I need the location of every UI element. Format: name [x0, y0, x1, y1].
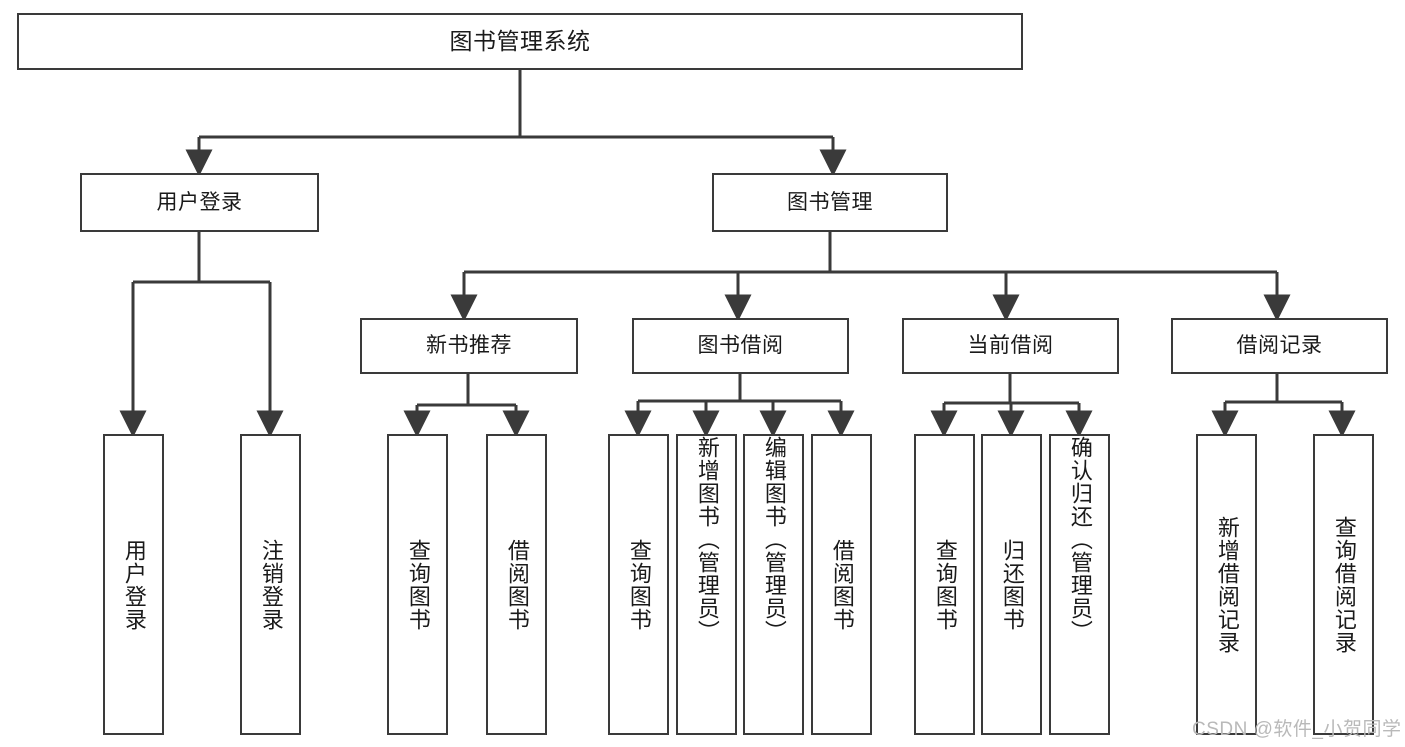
leaf-current-borrow-return[interactable]: 归还图书	[981, 434, 1042, 735]
leaf-current-borrow-confirm-return[interactable]: 确认归还（管理员）	[1049, 434, 1110, 735]
leaf-current-borrow-query[interactable]: 查询图书	[914, 434, 975, 735]
node-label: 查询图书	[626, 538, 652, 631]
node-user-login[interactable]: 用户登录	[80, 173, 319, 232]
node-root-system[interactable]: 图书管理系统	[17, 13, 1023, 70]
node-label: 用户登录	[156, 190, 243, 214]
node-current-borrow[interactable]: 当前借阅	[902, 318, 1119, 374]
node-label: 新增图书（管理员）	[694, 436, 720, 643]
leaf-book-borrow-borrow[interactable]: 借阅图书	[811, 434, 872, 735]
leaf-book-borrow-query[interactable]: 查询图书	[608, 434, 669, 735]
node-book-borrow[interactable]: 图书借阅	[632, 318, 849, 374]
node-label: 查询图书	[405, 538, 431, 631]
node-label: 查询借阅记录	[1331, 515, 1357, 654]
watermark-text: CSDN @软件_小贺同学	[1192, 719, 1402, 740]
node-label: 归还图书	[999, 538, 1025, 631]
node-label: 查询图书	[932, 538, 958, 631]
leaf-book-borrow-edit[interactable]: 编辑图书（管理员）	[743, 434, 804, 735]
node-label: 图书管理	[787, 190, 873, 214]
leaf-user-login-login[interactable]: 用户登录	[103, 434, 164, 735]
node-label: 图书借阅	[697, 334, 784, 358]
node-label: 借阅记录	[1236, 334, 1323, 358]
node-new-book-recommend[interactable]: 新书推荐	[360, 318, 578, 374]
node-label: 用户登录	[121, 538, 147, 631]
node-label: 新增借阅记录	[1214, 515, 1240, 654]
node-label: 新书推荐	[426, 334, 512, 358]
leaf-user-login-logout[interactable]: 注销登录	[240, 434, 301, 735]
leaf-new-book-query[interactable]: 查询图书	[387, 434, 448, 735]
node-borrow-record[interactable]: 借阅记录	[1171, 318, 1388, 374]
node-label: 借阅图书	[504, 538, 530, 631]
node-label: 确认归还（管理员）	[1067, 436, 1093, 643]
leaf-borrow-record-query[interactable]: 查询借阅记录	[1313, 434, 1374, 735]
leaf-new-book-borrow[interactable]: 借阅图书	[486, 434, 547, 735]
node-label: 注销登录	[258, 538, 284, 631]
leaf-borrow-record-add[interactable]: 新增借阅记录	[1196, 434, 1257, 735]
leaf-book-borrow-add[interactable]: 新增图书（管理员）	[676, 434, 737, 735]
node-label: 借阅图书	[829, 538, 855, 631]
node-label: 编辑图书（管理员）	[761, 436, 787, 643]
node-label: 当前借阅	[967, 334, 1054, 358]
node-book-management[interactable]: 图书管理	[712, 173, 948, 232]
node-label: 图书管理系统	[449, 27, 591, 54]
